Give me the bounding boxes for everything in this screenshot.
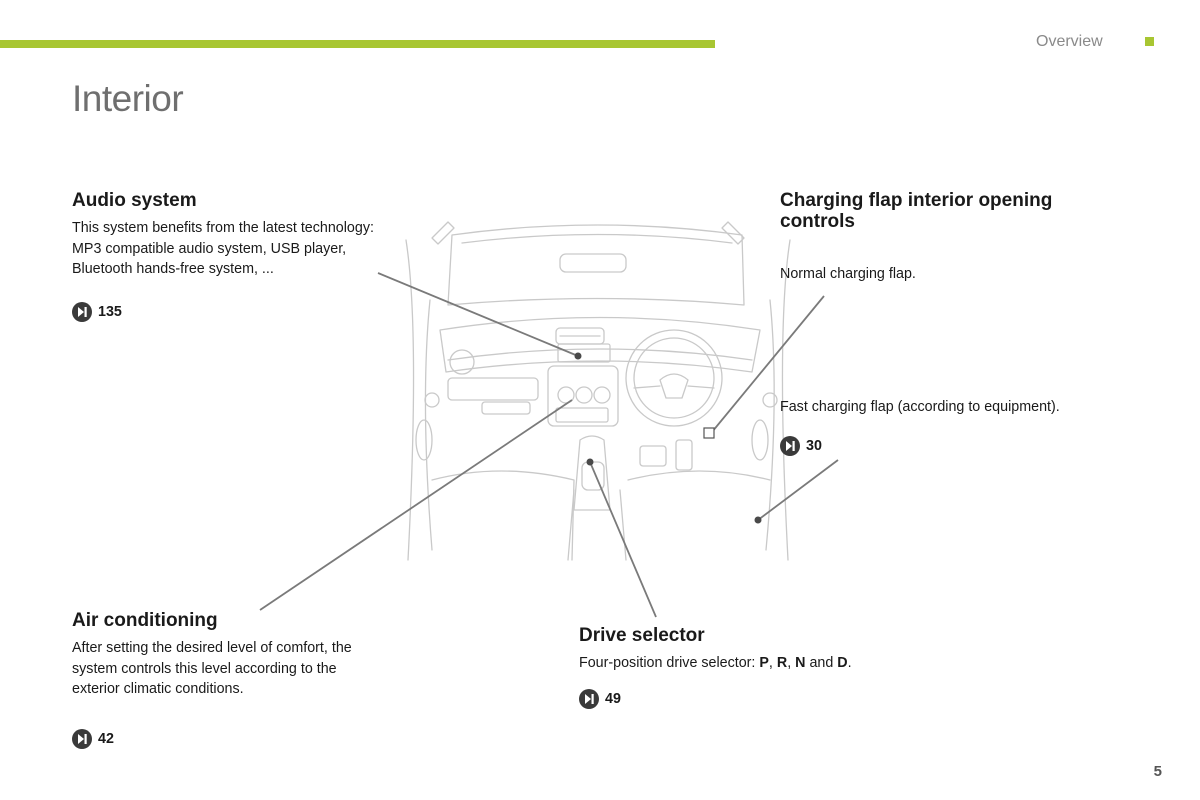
section-marker-square [1145, 37, 1154, 46]
separator: , [787, 655, 796, 671]
book-reference-icon [579, 689, 599, 709]
charging-flap-page-reference[interactable]: 30 [780, 436, 822, 456]
air-conditioning-page-reference[interactable]: 42 [72, 729, 114, 749]
audio-system-page-reference[interactable]: 135 [72, 302, 122, 322]
page-title: Interior [72, 78, 184, 119]
page-reference-number: 49 [605, 691, 621, 707]
separator: , [768, 655, 777, 671]
gear-d: D [837, 655, 848, 671]
page-reference-number: 135 [98, 304, 122, 320]
page-reference-number: 30 [806, 438, 822, 454]
gear-n: N [795, 655, 806, 671]
drive-selector-page-reference[interactable]: 49 [579, 689, 621, 709]
book-reference-icon [780, 436, 800, 456]
section-title: Overview [1036, 33, 1103, 50]
header-accent-bar [0, 40, 715, 48]
audio-system-text: This system benefits from the latest tec… [72, 220, 374, 277]
book-reference-icon [72, 729, 92, 749]
book-reference-icon [72, 302, 92, 322]
normal-charging-flap-text: Normal charging flap. [780, 266, 916, 282]
fast-charging-flap-text: Fast charging flap (according to equipme… [780, 399, 1060, 415]
page-reference-number: 42 [98, 731, 114, 747]
drive-selector-heading: Drive selector [579, 625, 705, 646]
charging-flap-heading: Charging flap interior opening controls [780, 190, 1053, 232]
air-conditioning-heading: Air conditioning [72, 610, 218, 631]
gear-p: P [759, 655, 769, 671]
page-number: 5 [1153, 763, 1162, 780]
audio-system-heading: Audio system [72, 190, 197, 211]
sentence-end: . [847, 655, 852, 671]
air-conditioning-text: After setting the desired level of comfo… [72, 640, 352, 697]
drive-selector-text: Four-position drive selector: P, R, N an… [579, 653, 852, 674]
separator: and [805, 655, 838, 671]
drive-selector-text-prefix: Four-position drive selector: [579, 655, 760, 671]
gear-r: R [776, 655, 788, 671]
